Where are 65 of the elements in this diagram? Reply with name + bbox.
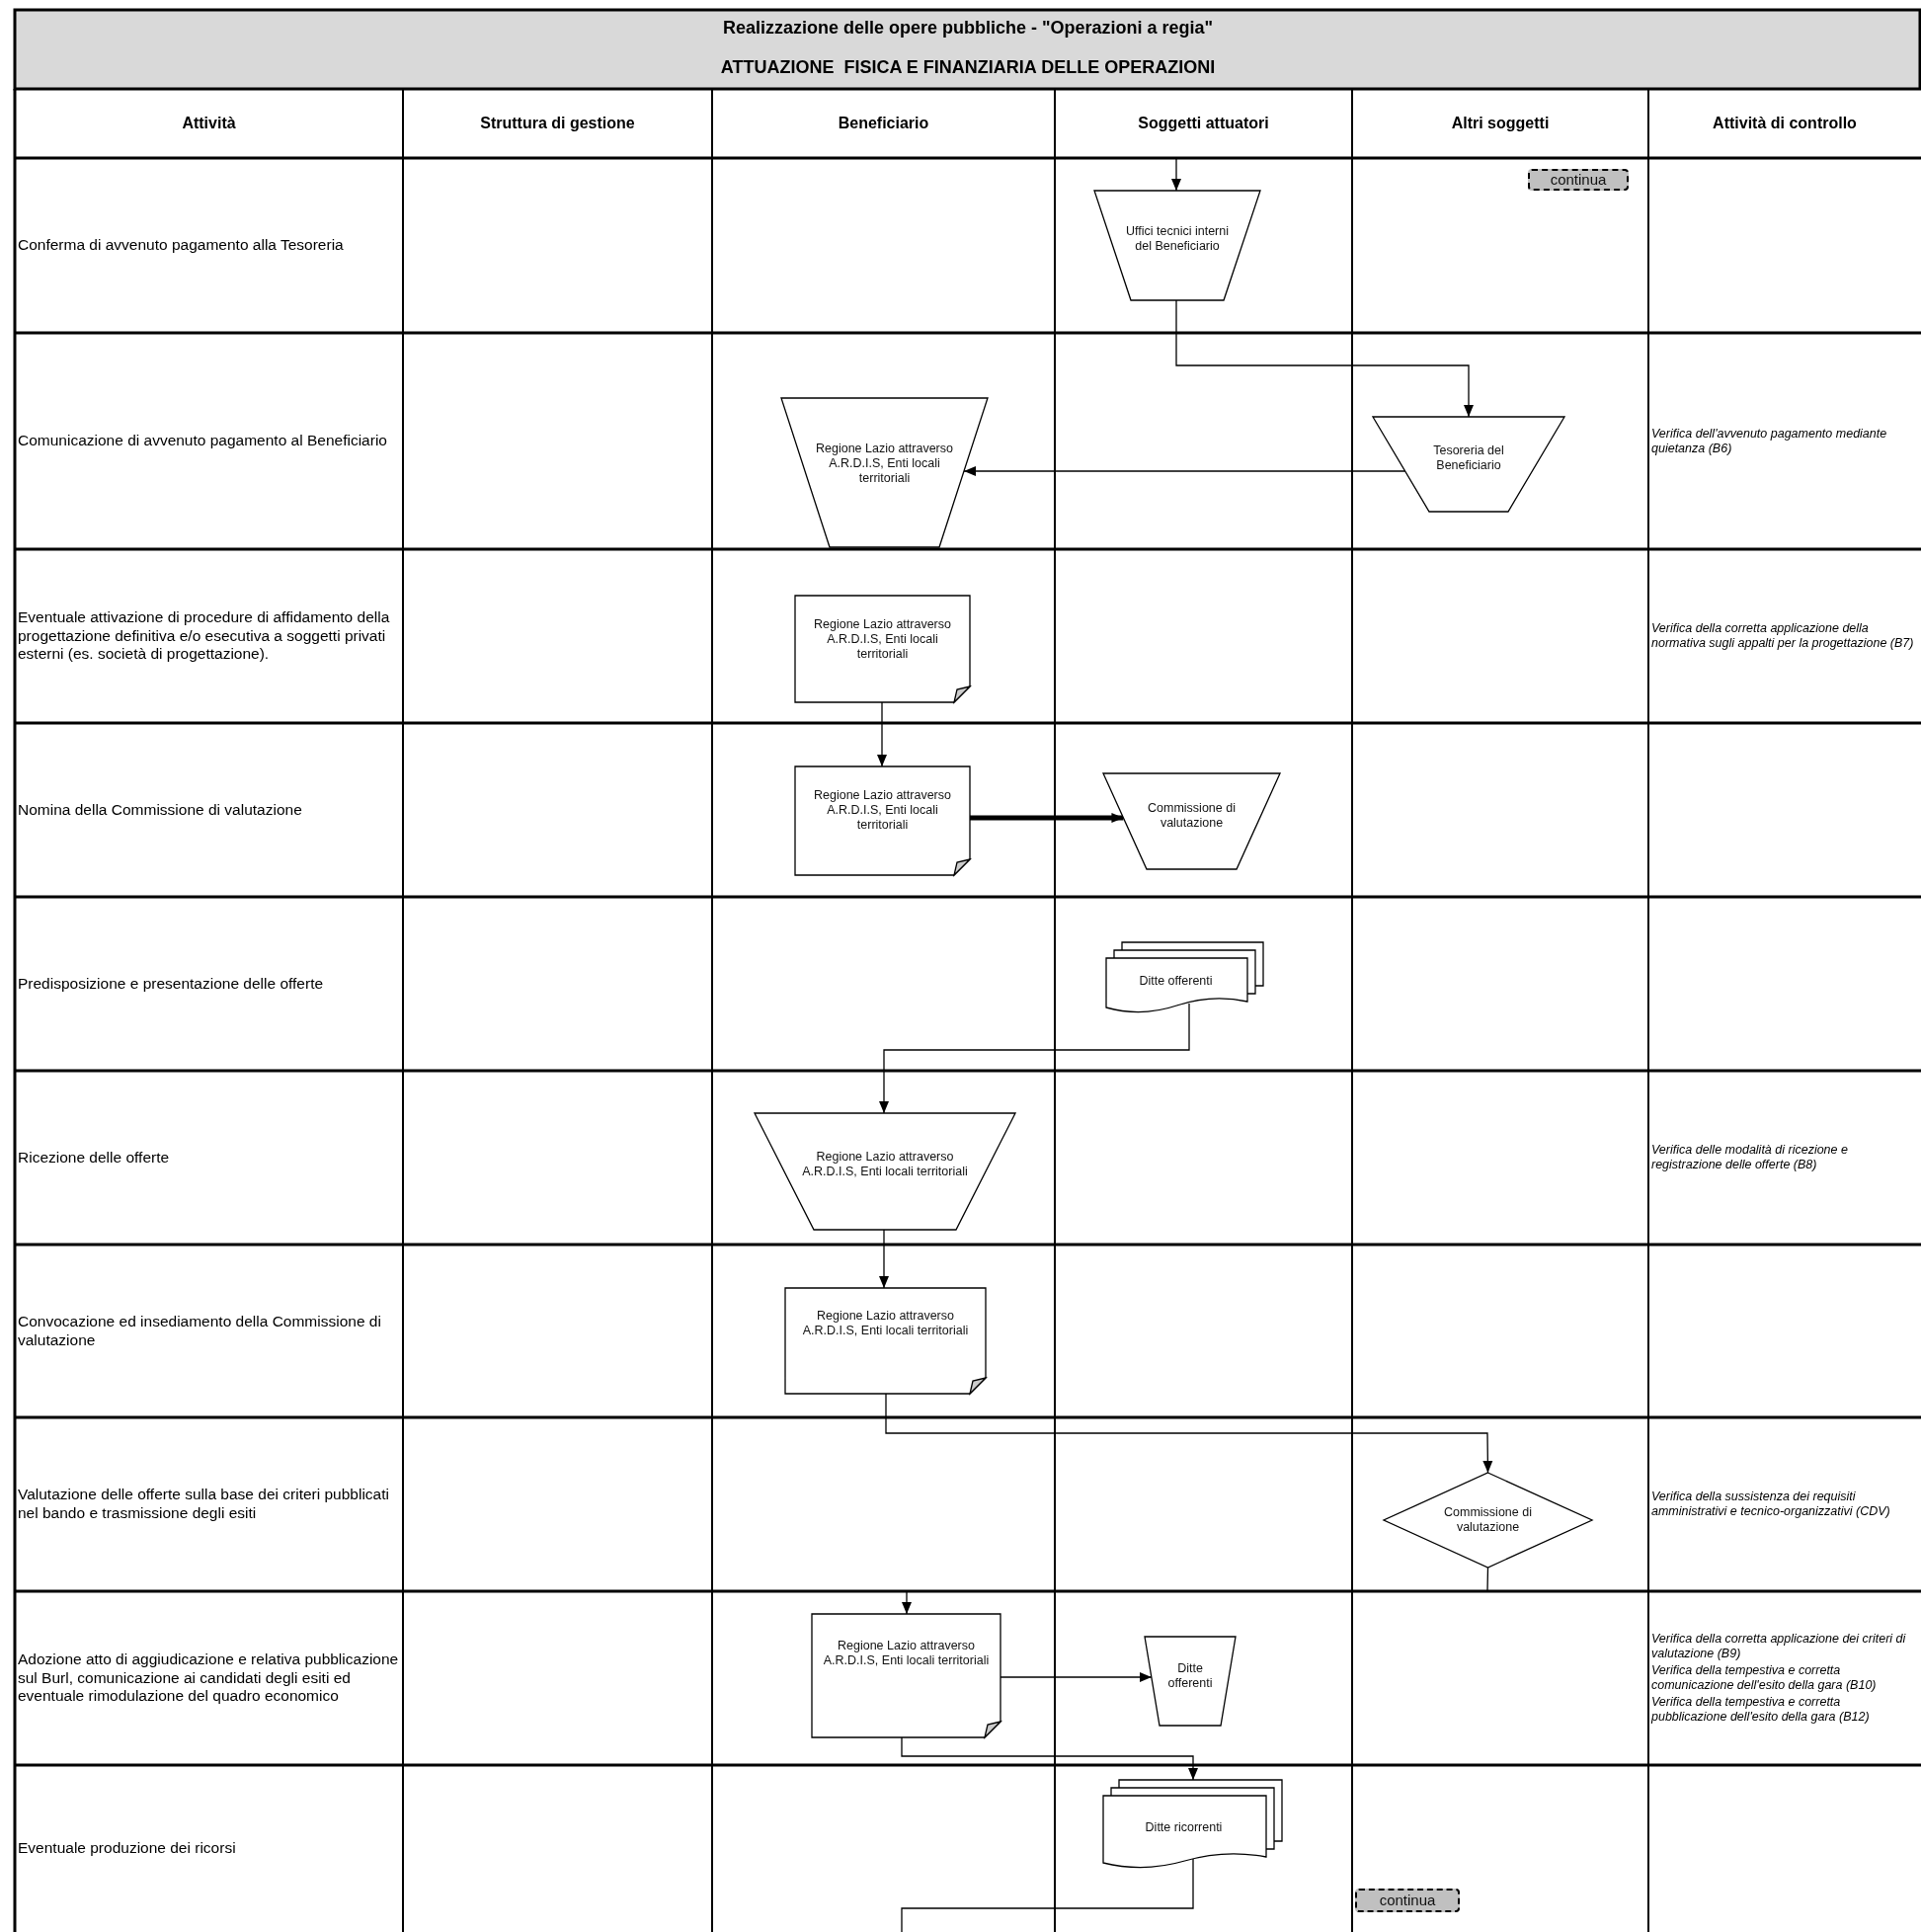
activity-text: Predisposizione e presentazione delle offerte [18, 974, 324, 994]
arrow [877, 701, 887, 767]
column-header: Attività di controllo [1713, 114, 1857, 133]
trapezoid-node [1103, 773, 1280, 869]
arrow [901, 1736, 1198, 1781]
node-text: Regione Lazio attraverso A.R.D.I.S, Enti locali territoriali [822, 1639, 991, 1668]
node-text: Ditte ricorrenti [1145, 1819, 1223, 1835]
control-text: Verifica della corretta applicazione dei criteri di valutazione (B9) [1651, 1632, 1907, 1661]
arrow [1171, 157, 1181, 192]
control-text: Verifica della tempestiva e corretta comunicazione dell'esito della gara (B10) [1651, 1663, 1878, 1693]
column-header: Beneficiario [838, 114, 929, 133]
control-text: Verifica della sussistenza dei requisiti amministrativi e tecnico-organizzativi (CDV) [1651, 1489, 1891, 1519]
trapezoid-node [755, 1113, 1015, 1230]
activity-text: Convocazione ed insediamento della Commissione di valutazione [18, 1312, 382, 1350]
arrow [970, 813, 1124, 823]
continuation-tag [1528, 169, 1629, 191]
node-text: Commissione di valutazione [1147, 800, 1237, 831]
node-text: Regione Lazio attraverso A.R.D.I.S, Enti locali territoriali [801, 1309, 970, 1339]
arrow [902, 1567, 1489, 1615]
connector-line [901, 1858, 1194, 1932]
activity-text: Comunicazione di avvenuto pagamento al Beneficiario [18, 432, 387, 450]
decision-diamond [1384, 1473, 1592, 1568]
arrow [1175, 299, 1474, 418]
node-text: Regione Lazio attraverso A.R.D.I.S, Enti locali territoriali [801, 1149, 969, 1179]
node-text: Tesoreria del Beneficiario [1432, 443, 1505, 474]
activity-text: Adozione atto di aggiudicazione e relativa pubblicazione sul Burl, comunicazione ai candidati degli esiti ed eventuale rimodulazione del quadro economico [18, 1650, 399, 1706]
column-header: Soggetti attuatori [1138, 114, 1269, 133]
trapezoid-node [781, 398, 988, 547]
continuation-tag [1355, 1889, 1460, 1912]
node-text: Regione Lazio attraverso A.R.D.I.S, Enti locali territoriali [813, 616, 952, 662]
multi-document-node [1103, 1780, 1282, 1869]
node-text: Ditte offerenti [1139, 973, 1213, 989]
control-text: Verifica della corretta applicazione della normativa sugli appalti per la progettazione (B7) [1651, 621, 1915, 651]
arrow [885, 1393, 1493, 1474]
control-text: Verifica delle modalità di ricezione e registrazione delle offerte (B8) [1651, 1143, 1849, 1172]
node-text: Uffici tecnici interni del Beneficiario [1125, 223, 1230, 254]
node-text: Commissione di valutazione [1443, 1505, 1533, 1535]
document-node [795, 766, 970, 875]
control-text: Verifica dell'avvenuto pagamento mediante quietanza (B6) [1651, 426, 1888, 456]
activity-text: Conferma di avvenuto pagamento alla Tesoreria [18, 236, 344, 255]
node-text: Ditte offerenti [1166, 1660, 1214, 1691]
title: Realizzazione delle opere pubbliche - "Operazioni a regia" [721, 18, 1215, 39]
column-header: Attività [182, 114, 236, 133]
trapezoid-node [1145, 1637, 1236, 1726]
activity-text: Ricezione delle offerte [18, 1148, 170, 1167]
trapezoid-node [1373, 417, 1564, 512]
trapezoid-node [1094, 191, 1260, 300]
arrow [879, 1229, 889, 1289]
document-node [785, 1288, 986, 1394]
node-text: Regione Lazio attraverso A.R.D.I.S, Enti locali territoriali [813, 788, 952, 833]
control-text: Verifica della tempestiva e corretta pubblicazione dell'esito della gara (B12) [1651, 1695, 1871, 1725]
column-header: Struttura di gestione [480, 114, 635, 133]
multi-document-node [1106, 942, 1263, 1013]
document-node [795, 596, 970, 702]
arrow [879, 1003, 1190, 1114]
document-node [812, 1614, 1001, 1737]
continuation-text: continua [1550, 171, 1607, 189]
column-header: Altri soggetti [1451, 114, 1550, 133]
activity-text: Valutazione delle offerte sulla base dei criteri pubblicati nel bando e trasmissione degli esiti [18, 1486, 390, 1523]
continuation-text: continua [1379, 1892, 1436, 1909]
activity-text: Eventuale produzione dei ricorsi [18, 1839, 236, 1858]
activity-text: Eventuale attivazione di procedure di affidamento della progettazione definitiva e/o esecutiva a soggetti privati esterni (es. società di progettazione). [18, 608, 391, 664]
activity-text: Nomina della Commissione di valutazione [18, 800, 302, 820]
node-text: Regione Lazio attraverso A.R.D.I.S, Enti locali territoriali [815, 441, 954, 486]
subtitle: ATTUAZIONE FISICA E FINANZIARIA DELLE OPERAZIONI [720, 57, 1216, 79]
